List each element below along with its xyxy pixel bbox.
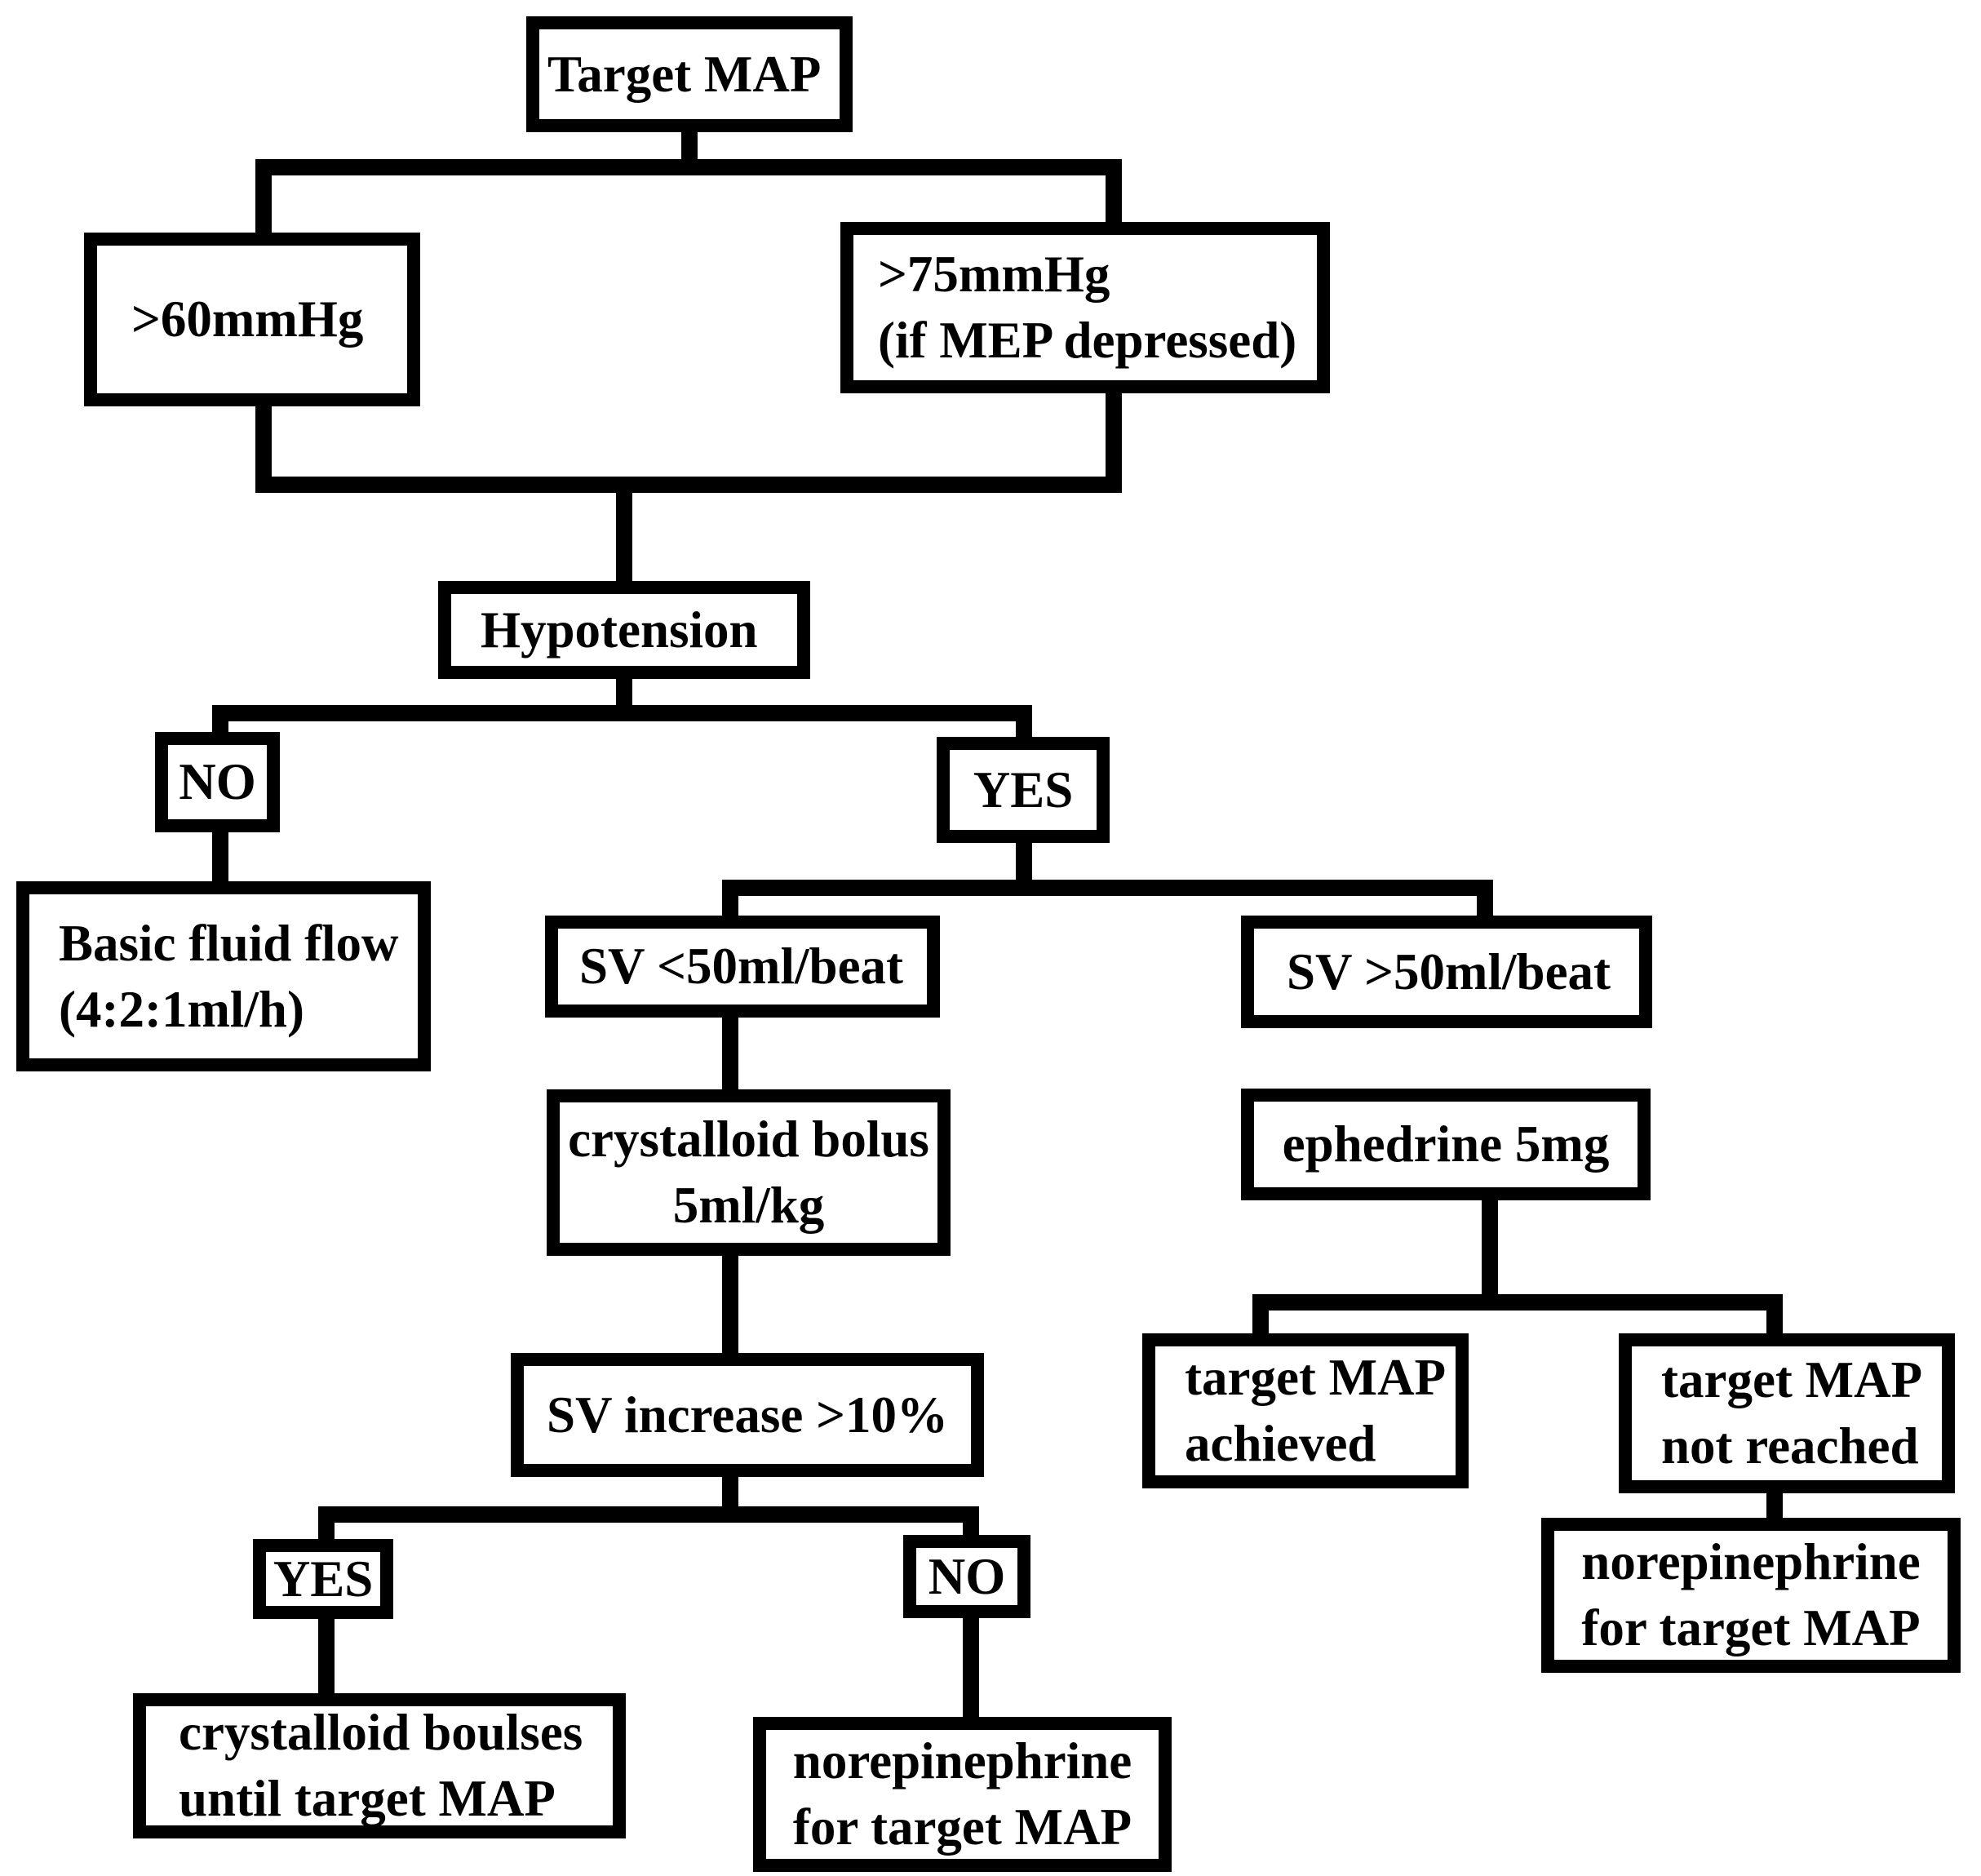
node-sv-increase-yes: YES bbox=[253, 1539, 393, 1619]
node-label-line: Target MAP bbox=[547, 45, 822, 103]
connector-to-no bbox=[212, 705, 228, 734]
node-ephedrine: ephedrine 5mg bbox=[1241, 1089, 1651, 1200]
node-map-gt75: >75mmHg (if MEP depressed) bbox=[840, 222, 1330, 393]
connector-svincrease-down bbox=[722, 1474, 738, 1516]
node-label-line: >75mmHg bbox=[878, 246, 1110, 304]
node-label-line: Basic fluid flow bbox=[59, 914, 399, 972]
node-label-line: YES bbox=[273, 1550, 374, 1608]
node-norepinephrine-for-target-map-right: norepinephrine for target MAP bbox=[1541, 1518, 1961, 1673]
connector-ephedrine-down bbox=[1482, 1197, 1498, 1301]
connector-merge-branch bbox=[255, 477, 1122, 493]
connector-sv-branch bbox=[722, 880, 1493, 896]
node-label-line: >60mmHg bbox=[131, 290, 364, 348]
connector-to-svlt50 bbox=[722, 880, 738, 919]
node-label-line: not reached bbox=[1661, 1417, 1919, 1475]
connector-map-branch bbox=[1252, 1294, 1783, 1311]
node-map-not-reached: target MAP not reached bbox=[1619, 1333, 1955, 1493]
node-label-line: for target MAP bbox=[792, 1798, 1132, 1856]
node-map-achieved: target MAP achieved bbox=[1142, 1333, 1469, 1488]
connector-to-yes2 bbox=[318, 1506, 335, 1542]
node-basic-fluid-flow: Basic fluid flow (4:2:1ml/h) bbox=[16, 881, 431, 1071]
connector-to-yes bbox=[1016, 705, 1032, 739]
connector-gt75-down bbox=[1106, 390, 1122, 485]
node-label-line: NO bbox=[928, 1547, 1006, 1605]
node-label-line: YES bbox=[973, 761, 1074, 818]
node-crystalloid-bolus: crystalloid bolus 5ml/kg bbox=[547, 1089, 951, 1256]
connector-yes-down bbox=[1016, 840, 1032, 889]
node-sv-gt50: SV >50ml/beat bbox=[1241, 916, 1652, 1028]
node-hypotension-yes: YES bbox=[937, 737, 1110, 843]
node-crystalloid-boulses: crystalloid boulses until target MAP bbox=[133, 1693, 626, 1838]
connector-yes2-down bbox=[318, 1616, 335, 1696]
node-label-line: NO bbox=[179, 753, 256, 811]
connector-to-svgt50 bbox=[1477, 880, 1493, 919]
node-label-line: target MAP bbox=[1661, 1351, 1923, 1409]
connector-notreached-down bbox=[1766, 1490, 1783, 1521]
connector-to-gt60 bbox=[255, 159, 272, 236]
connector-bolus-down bbox=[722, 1253, 738, 1355]
node-sv-increase-no: NO bbox=[903, 1535, 1030, 1618]
connector-noyes-branch bbox=[212, 705, 1032, 721]
node-label-line: crystalloid bolus bbox=[568, 1111, 929, 1169]
connector-to-achieved bbox=[1252, 1294, 1269, 1337]
node-label-line: norepinephrine bbox=[792, 1732, 1132, 1790]
connector-to-no2 bbox=[963, 1506, 979, 1539]
connector-to-hypotension bbox=[616, 477, 632, 583]
node-label-line: (if MEP depressed) bbox=[878, 312, 1297, 369]
node-label-line: ephedrine 5mg bbox=[1282, 1115, 1610, 1173]
node-hypotension: Hypotension bbox=[438, 581, 810, 679]
node-label-line: 5ml/kg bbox=[672, 1177, 825, 1234]
node-label-line: achieved bbox=[1185, 1415, 1376, 1472]
node-hypotension-no: NO bbox=[155, 732, 280, 832]
node-sv-lt50: SV <50ml/beat bbox=[545, 916, 940, 1018]
node-label-line: SV <50ml/beat bbox=[579, 938, 904, 996]
node-label-line: for target MAP bbox=[1581, 1599, 1921, 1656]
node-target-map: Target MAP bbox=[526, 16, 853, 132]
node-label-line: crystalloid boulses bbox=[179, 1704, 583, 1762]
node-norepinephrine-for-target-map: norepinephrine for target MAP bbox=[753, 1717, 1172, 1872]
node-map-gt60: >60mmHg bbox=[84, 233, 420, 406]
node-label-line: norepinephrine bbox=[1581, 1533, 1921, 1591]
node-sv-increase: SV increase >10% bbox=[511, 1353, 984, 1477]
connector-gt60-down bbox=[255, 403, 272, 485]
node-label-line: Hypotension bbox=[481, 601, 758, 659]
connector-top-branch bbox=[255, 159, 1122, 175]
connector-no-to-basicfluid bbox=[212, 829, 228, 885]
node-label-line: (4:2:1ml/h) bbox=[59, 980, 304, 1038]
node-label-line: SV >50ml/beat bbox=[1287, 942, 1611, 1000]
node-label-line: SV increase >10% bbox=[546, 1386, 949, 1444]
connector-to-notreached bbox=[1766, 1294, 1783, 1337]
node-label-line: target MAP bbox=[1185, 1349, 1447, 1407]
connector-no2-down bbox=[963, 1615, 979, 1719]
connector-yesno2-branch bbox=[318, 1506, 979, 1523]
node-label-line: until target MAP bbox=[179, 1770, 556, 1827]
connector-to-gt75 bbox=[1106, 159, 1122, 225]
connector-svlt50-down bbox=[722, 1014, 738, 1093]
